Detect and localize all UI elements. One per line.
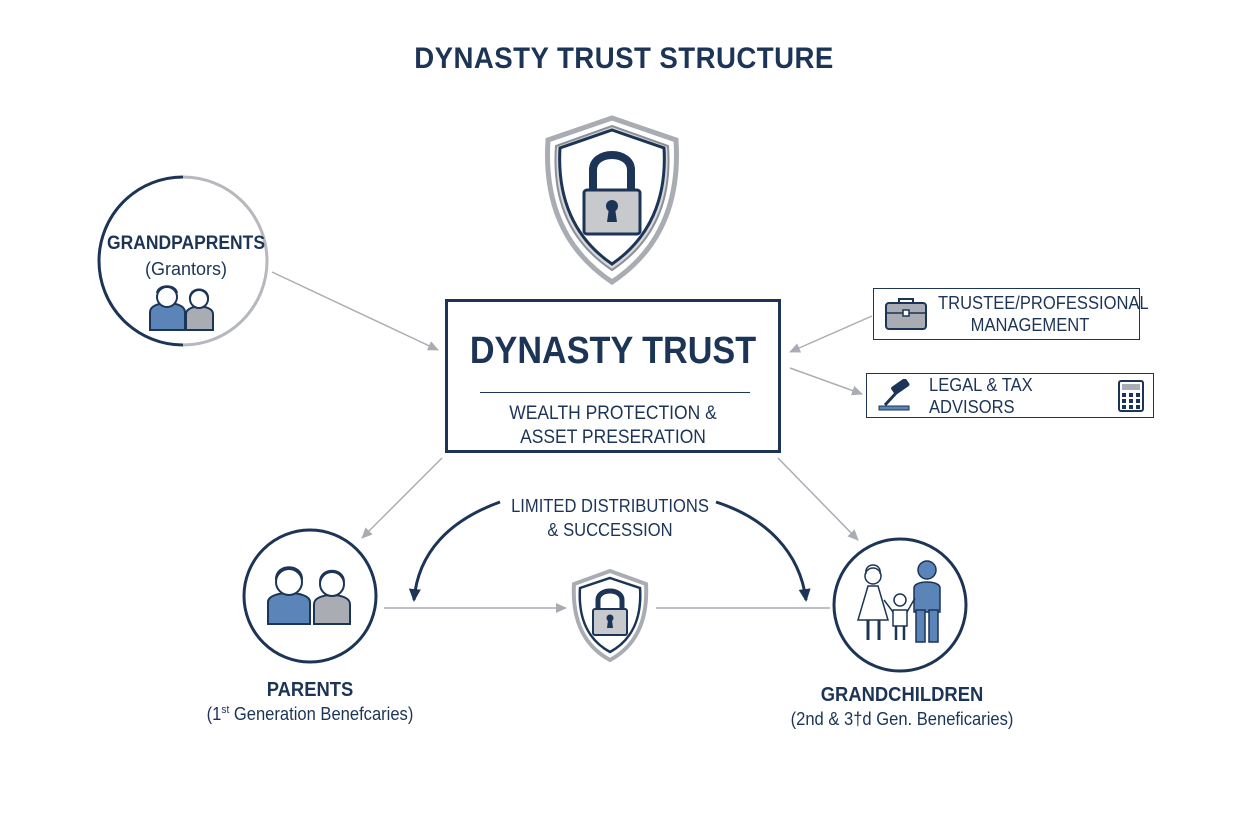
trustee-box: TRUSTEE/PROFESSIONAL MANAGEMENT [873,288,1149,340]
family-icon [856,560,941,643]
page-title: DYNASTY TRUST STRUCTURE [414,42,834,75]
trustee-to-trust-arrow [789,315,873,353]
distributions-label: LIMITED DISTRIBUTIONS & SUCCESSION [490,494,729,542]
small-shield-lock-icon [571,568,649,663]
trustee-line2: MANAGEMENT [970,315,1090,335]
dynasty-trust-box: DYNASTY TRUST WEALTH PROTECTION & ASSET … [445,299,781,453]
trust-purpose: WEALTH PROTECTION & ASSET PRESERATION [461,402,765,450]
distribution-right-arrow [715,500,811,602]
parents-circle [242,528,378,664]
trustee-line1: TRUSTEE/PROFESSIONAL [938,293,1149,313]
parents-sub-prefix: (1 [206,704,222,724]
parents-label: PARENTS (1st Generation Benefcaries) [170,679,450,725]
trust-purpose-line2: ASSET PRESERATION [520,427,706,448]
grandparents-name: GRANDPAPRENTS [107,233,265,254]
grandparents-role: (Grantors) [144,259,227,279]
trust-to-advisors-arrow [789,367,863,396]
parents-name: PARENTS [266,679,354,701]
shield-lock-icon [545,115,679,286]
advisors-label: LEGAL & TAX ADVISORS [929,374,1033,417]
trust-to-grandchildren-arrow [777,457,859,541]
distribution-left-arrow [408,500,501,602]
trust-purpose-line1: WEALTH PROTECTION & [509,403,717,424]
parents-sub-rest: Generation Benefcaries) [229,704,414,724]
grandchildren-label: GRANDCHILDREN (2nd & 3†d Gen. Beneficari… [752,684,1052,730]
trust-to-parents-arrow [361,457,443,539]
distributions-line2: & SUCCESSION [547,520,673,540]
parents-couple-icon [267,566,351,625]
trust-name: DYNASTY TRUST [469,330,757,372]
trust-divider [480,392,750,393]
grandchildren-sub: (2nd & 3†d Gen. Beneficaries) [790,709,1014,729]
gavel-icon [878,378,910,410]
advisors-box: LEGAL & TAX ADVISORS [866,373,1154,418]
parents-sub-sup: st [221,704,230,716]
grandparents-circle [97,175,269,347]
grandchildren-name: GRANDCHILDREN [820,684,984,706]
briefcase-icon [885,298,927,330]
grandparents-to-trust-arrow [271,271,439,351]
grandparents-couple-icon [149,285,214,331]
distributions-line1: LIMITED DISTRIBUTIONS [511,496,709,516]
calculator-icon [1118,379,1144,412]
grandparents-label: GRANDPAPRENTS (Grantors) [96,233,276,280]
parents-sub: (1st Generation Benefcaries) [181,704,439,725]
